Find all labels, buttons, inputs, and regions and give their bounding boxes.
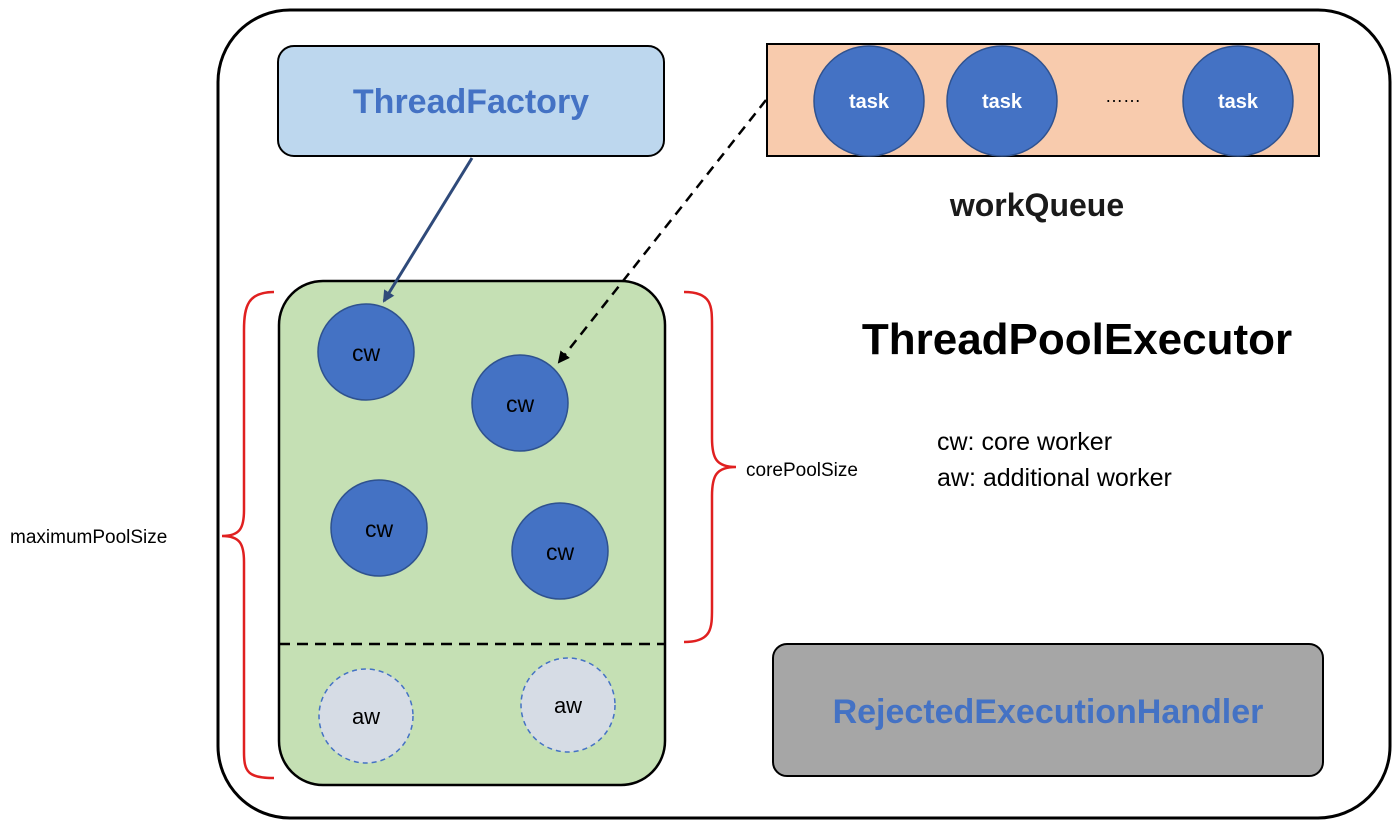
additional-worker-label: aw: [554, 693, 582, 718]
additional-worker-1: aw: [318, 668, 414, 764]
thread-factory-box: ThreadFactory: [277, 45, 665, 157]
rejected-execution-handler-box: RejectedExecutionHandler: [772, 643, 1324, 777]
core-worker-3: cw: [330, 479, 428, 577]
core-pool-size-brace: [683, 290, 737, 644]
core-pool-size-label: corePoolSize: [746, 460, 858, 481]
core-worker-label: cw: [365, 516, 394, 542]
additional-worker-label: aw: [352, 704, 380, 729]
executor-title: ThreadPoolExecutor: [862, 315, 1292, 364]
queue-task-label: task: [1218, 91, 1259, 113]
core-worker-label: cw: [506, 391, 535, 417]
core-worker-label: cw: [546, 539, 575, 565]
queue-task-label: task: [982, 91, 1023, 113]
legend-cw: cw: core worker: [937, 428, 1112, 456]
rejected-execution-handler-label: RejectedExecutionHandler: [833, 693, 1264, 731]
core-worker-1: cw: [317, 303, 415, 401]
maximum-pool-size-label: maximumPoolSize: [10, 527, 167, 548]
additional-worker-2: aw: [520, 657, 616, 753]
legend-aw: aw: additional worker: [937, 464, 1172, 492]
core-worker-label: cw: [352, 340, 381, 366]
maximum-pool-size-brace: [221, 290, 275, 780]
core-worker-4: cw: [511, 502, 609, 600]
queue-to-worker-arrow: [557, 99, 767, 364]
thread-factory-label: ThreadFactory: [353, 83, 589, 121]
queue-task-2: task: [946, 45, 1058, 157]
queue-ellipsis: ……: [1105, 86, 1141, 106]
work-queue-box: task task …… task: [766, 43, 1320, 157]
queue-task-3: task: [1182, 45, 1294, 157]
queue-task-1: task: [813, 45, 925, 157]
work-queue-label: workQueue: [949, 187, 1124, 223]
factory-to-worker-arrow: [382, 157, 474, 303]
queue-task-label: task: [849, 91, 890, 113]
core-worker-2: cw: [471, 354, 569, 452]
